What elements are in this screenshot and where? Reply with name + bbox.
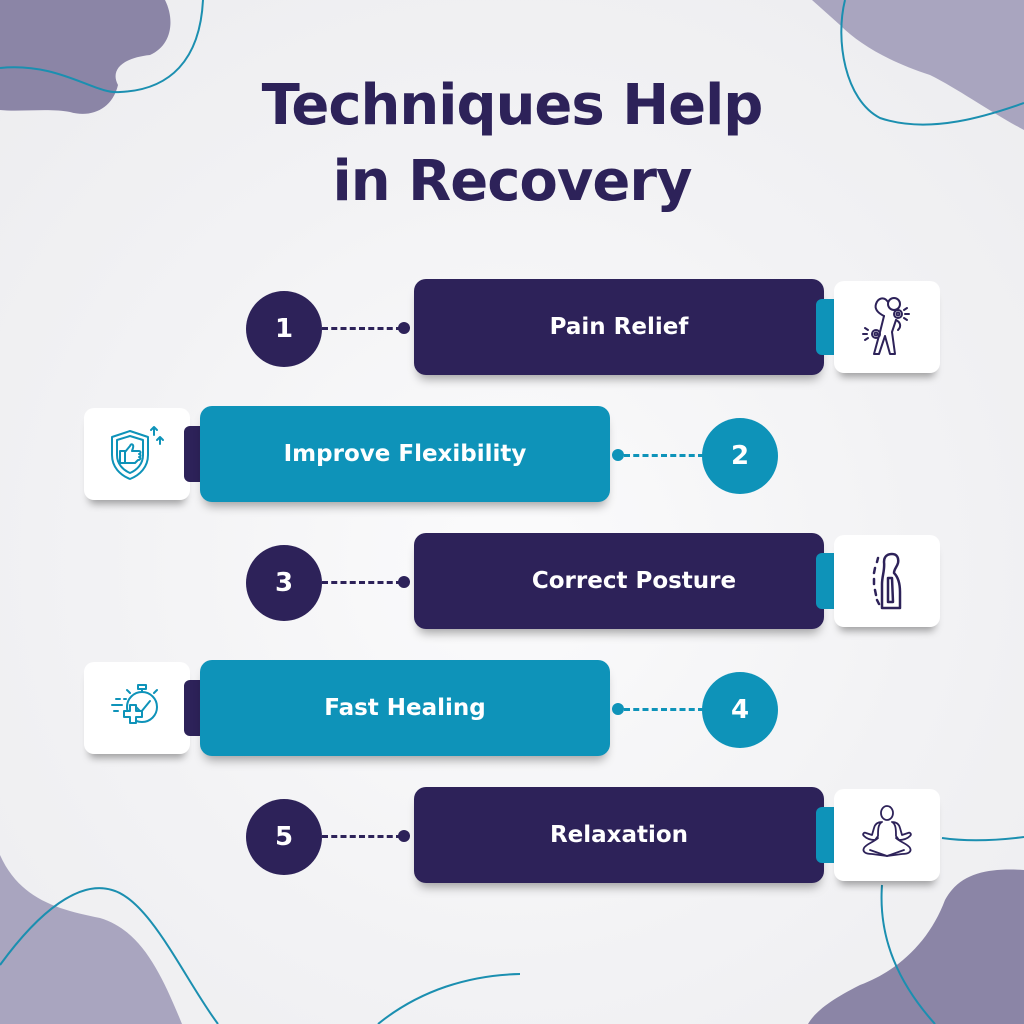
icon-card — [84, 408, 190, 500]
connector-dot — [398, 322, 410, 334]
blob-bottom-right — [808, 869, 1024, 1024]
step-number-badge: 4 — [702, 672, 778, 748]
posture-spine-icon — [872, 552, 902, 610]
step-label-bar: Pain Relief — [414, 279, 824, 375]
blob-bottom-left — [0, 855, 182, 1024]
connector-dot — [398, 576, 410, 588]
blob-top-left — [0, 0, 171, 114]
connector-dashed-line — [322, 327, 402, 330]
connector-dashed-line — [322, 581, 402, 584]
curve-top-left — [0, 0, 204, 94]
curve-right-edge — [941, 836, 1024, 842]
curve-bottom-left — [0, 887, 219, 1024]
step-number-badge: 1 — [246, 291, 322, 367]
step-label: Improve Flexibility — [283, 441, 527, 467]
icon-card — [834, 535, 940, 627]
icon-card — [84, 662, 190, 754]
blob-top-right — [812, 0, 1024, 130]
step-pain-relief: 1 Pain Relief — [0, 279, 1024, 379]
curve-bottom-middle — [377, 973, 521, 1024]
icon-card — [834, 789, 940, 881]
title-line-1: Techniques Help — [261, 73, 764, 138]
step-label-bar: Improve Flexibility — [200, 406, 610, 502]
step-relaxation: 5 Relaxation — [0, 787, 1024, 887]
step-improve-flexibility: Improve Flexibility 2 — [0, 406, 1024, 506]
curve-bottom-right — [880, 884, 936, 1024]
connector-dot — [398, 830, 410, 842]
step-label-bar: Correct Posture — [414, 533, 824, 629]
step-fast-healing: Fast Healing 4 — [0, 660, 1024, 760]
step-label: Fast Healing — [324, 695, 486, 721]
connector-dashed-line — [624, 454, 704, 457]
connector-dot — [612, 703, 624, 715]
stopwatch-medical-cross-icon — [111, 684, 158, 724]
step-label: Pain Relief — [549, 314, 689, 340]
icon-card — [834, 281, 940, 373]
step-label-bar: Relaxation — [414, 787, 824, 883]
connector-dashed-line — [322, 835, 402, 838]
step-label: Correct Posture — [531, 568, 737, 594]
connector-dot — [612, 449, 624, 461]
step-label-bar: Fast Healing — [200, 660, 610, 756]
step-correct-posture: 3 Correct Posture — [0, 533, 1024, 633]
step-label: Relaxation — [549, 822, 689, 848]
step-number-badge: 3 — [246, 545, 322, 621]
connector-dashed-line — [624, 708, 704, 711]
page-title: Techniques Help in Recovery — [0, 68, 1024, 220]
step-number-badge: 5 — [246, 799, 322, 875]
curve-top-right — [840, 0, 1024, 126]
step-number-badge: 2 — [702, 418, 778, 494]
meditation-icon — [862, 805, 912, 857]
shield-thumbs-up-icon — [111, 426, 164, 480]
pain-relief-icon — [862, 297, 910, 355]
title-line-2: in Recovery — [332, 149, 693, 214]
